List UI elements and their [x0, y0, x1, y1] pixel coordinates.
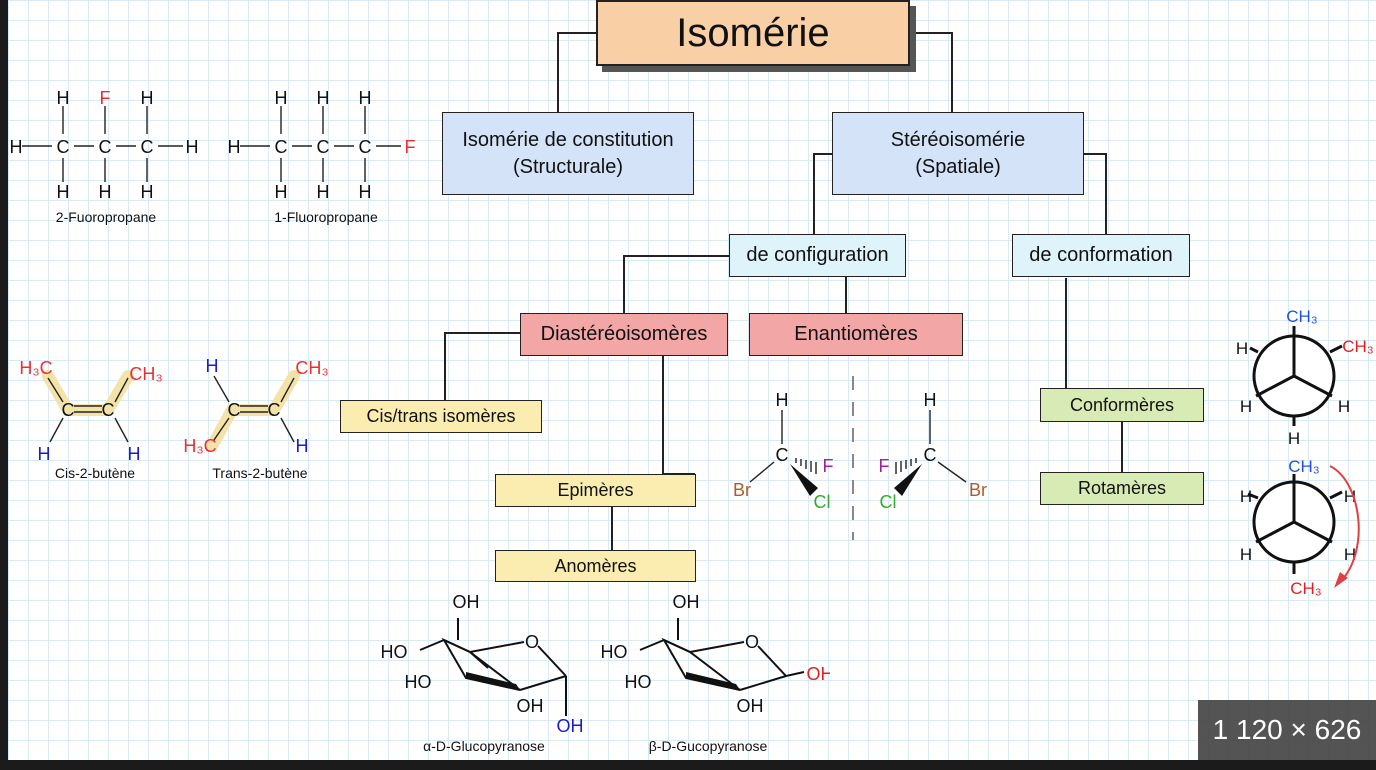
svg-text:OH: OH: [807, 664, 831, 684]
svg-text:H: H: [206, 356, 219, 376]
svg-text:C: C: [359, 137, 372, 157]
svg-text:H: H: [186, 137, 199, 157]
svg-text:C: C: [141, 137, 154, 157]
svg-text:H: H: [141, 88, 154, 108]
svg-text:H₃C: H₃C: [19, 358, 52, 378]
svg-text:C: C: [275, 137, 288, 157]
image-size-badge: 1 120 × 626: [1198, 700, 1376, 760]
caption-cis-butene: Cis-2-butène: [54, 465, 136, 481]
svg-text:HO: HO: [601, 642, 628, 662]
newman-projection-staggered: CH₃ CH₃ H H H H: [1236, 307, 1374, 448]
enantio-node: Enantiomères: [749, 313, 963, 356]
svg-text:HO: HO: [405, 672, 432, 692]
svg-text:OH: OH: [557, 716, 584, 736]
epimeres-node: Epimères: [495, 474, 696, 507]
svg-text:HO: HO: [381, 642, 408, 662]
cistrans-node: Cis/trans isomères: [340, 400, 542, 433]
svg-text:H: H: [57, 88, 70, 108]
caption-alpha-glucopyranose: α-D-Glucopyranose: [423, 738, 545, 754]
caption-2-fluoropropane: 2-Fuoropropane: [55, 209, 157, 225]
cis-2-butene-structure: C C H₃C CH₃ H H: [19, 358, 162, 463]
svg-text:OH: OH: [673, 592, 700, 612]
svg-text:H: H: [317, 88, 330, 108]
svg-text:Cl: Cl: [880, 492, 897, 512]
conformeres-node: Conformères: [1040, 388, 1204, 422]
svg-text:H: H: [1240, 545, 1252, 564]
svg-text:H: H: [275, 88, 288, 108]
svg-text:CH₃: CH₃: [1342, 337, 1373, 356]
svg-text:H: H: [359, 88, 372, 108]
svg-text:C: C: [317, 137, 330, 157]
svg-text:H: H: [1344, 487, 1356, 506]
svg-text:CH₃: CH₃: [1286, 307, 1317, 326]
svg-text:C: C: [62, 400, 75, 420]
svg-text:F: F: [100, 88, 111, 108]
svg-text:H: H: [317, 182, 330, 202]
svg-text:H₃C: H₃C: [183, 436, 216, 456]
svg-text:H: H: [10, 137, 23, 157]
svg-text:C: C: [99, 137, 112, 157]
svg-text:OH: OH: [737, 696, 764, 716]
svg-text:H: H: [1338, 397, 1350, 416]
svg-text:H: H: [296, 436, 309, 456]
svg-text:H: H: [1288, 429, 1300, 448]
svg-text:OH: OH: [453, 592, 480, 612]
caption-beta-glucopyranose: β-D-Gucopyranose: [648, 738, 768, 754]
caption-1-fluoropropane: 1-Fluoropropane: [274, 209, 378, 225]
svg-text:H: H: [99, 182, 112, 202]
configuration-node: de configuration: [729, 234, 906, 277]
enantiomer-pair: H C F Br Cl H C F Br Cl: [733, 390, 987, 512]
title-box: Isomérie: [596, 0, 910, 66]
svg-text:C: C: [228, 400, 241, 420]
svg-text:F: F: [405, 137, 416, 157]
rotation-arrow-icon: [1329, 465, 1360, 588]
svg-text:H: H: [924, 390, 937, 410]
svg-text:H: H: [38, 444, 51, 463]
alpha-glucopyranose-structure: OH O HO HO OH OH: [381, 592, 584, 736]
svg-text:F: F: [879, 456, 890, 476]
svg-text:HO: HO: [625, 672, 652, 692]
svg-text:CH₃: CH₃: [295, 358, 328, 378]
svg-text:OH: OH: [517, 696, 544, 716]
conformation-node: de conformation: [1012, 234, 1190, 277]
anomeres-node: Anomères: [495, 550, 696, 582]
svg-text:F: F: [823, 456, 834, 476]
svg-text:CH₃: CH₃: [129, 364, 162, 384]
newman-projection-anti: CH₃ H H H H CH₃: [1240, 457, 1356, 598]
beta-glucopyranose-structure: OH O HO HO OH OH: [601, 592, 831, 716]
svg-text:H: H: [1240, 397, 1252, 416]
svg-text:CH₃: CH₃: [1288, 457, 1319, 476]
svg-text:Br: Br: [733, 480, 751, 500]
trans-2-butene-structure: C C H CH₃ H₃C H: [183, 356, 328, 456]
svg-text:H: H: [1240, 487, 1252, 506]
svg-text:H: H: [776, 390, 789, 410]
svg-text:O: O: [745, 632, 759, 652]
fluoropropane-1-structure: H C C C H H H H H H F: [228, 88, 416, 202]
fluoropropane-2-structure: H C C C H H H H H H F: [10, 88, 199, 202]
caption-trans-butene: Trans-2-butène: [212, 465, 308, 481]
svg-text:C: C: [776, 445, 789, 465]
svg-text:CH₃: CH₃: [1290, 579, 1321, 598]
svg-text:C: C: [268, 400, 281, 420]
svg-text:H: H: [128, 444, 141, 463]
svg-text:O: O: [525, 632, 539, 652]
svg-text:Cl: Cl: [814, 492, 831, 512]
diastereo-node: Diastéréoisomères: [520, 313, 728, 356]
svg-text:H: H: [1236, 339, 1248, 358]
svg-text:H: H: [275, 182, 288, 202]
svg-text:C: C: [102, 400, 115, 420]
svg-text:H: H: [57, 182, 70, 202]
rotameres-node: Rotamères: [1040, 472, 1204, 505]
svg-text:H: H: [359, 182, 372, 202]
svg-text:Br: Br: [969, 480, 987, 500]
image-viewer: Isomérie Isomérie de constitution (Struc…: [8, 0, 1376, 760]
svg-text:H: H: [141, 182, 154, 202]
svg-text:C: C: [57, 137, 70, 157]
svg-text:H: H: [228, 137, 241, 157]
svg-text:C: C: [924, 445, 937, 465]
constitution-node: Isomérie de constitution (Structurale): [442, 112, 694, 195]
stereo-node: Stéréoisomérie (Spatiale): [832, 112, 1084, 195]
